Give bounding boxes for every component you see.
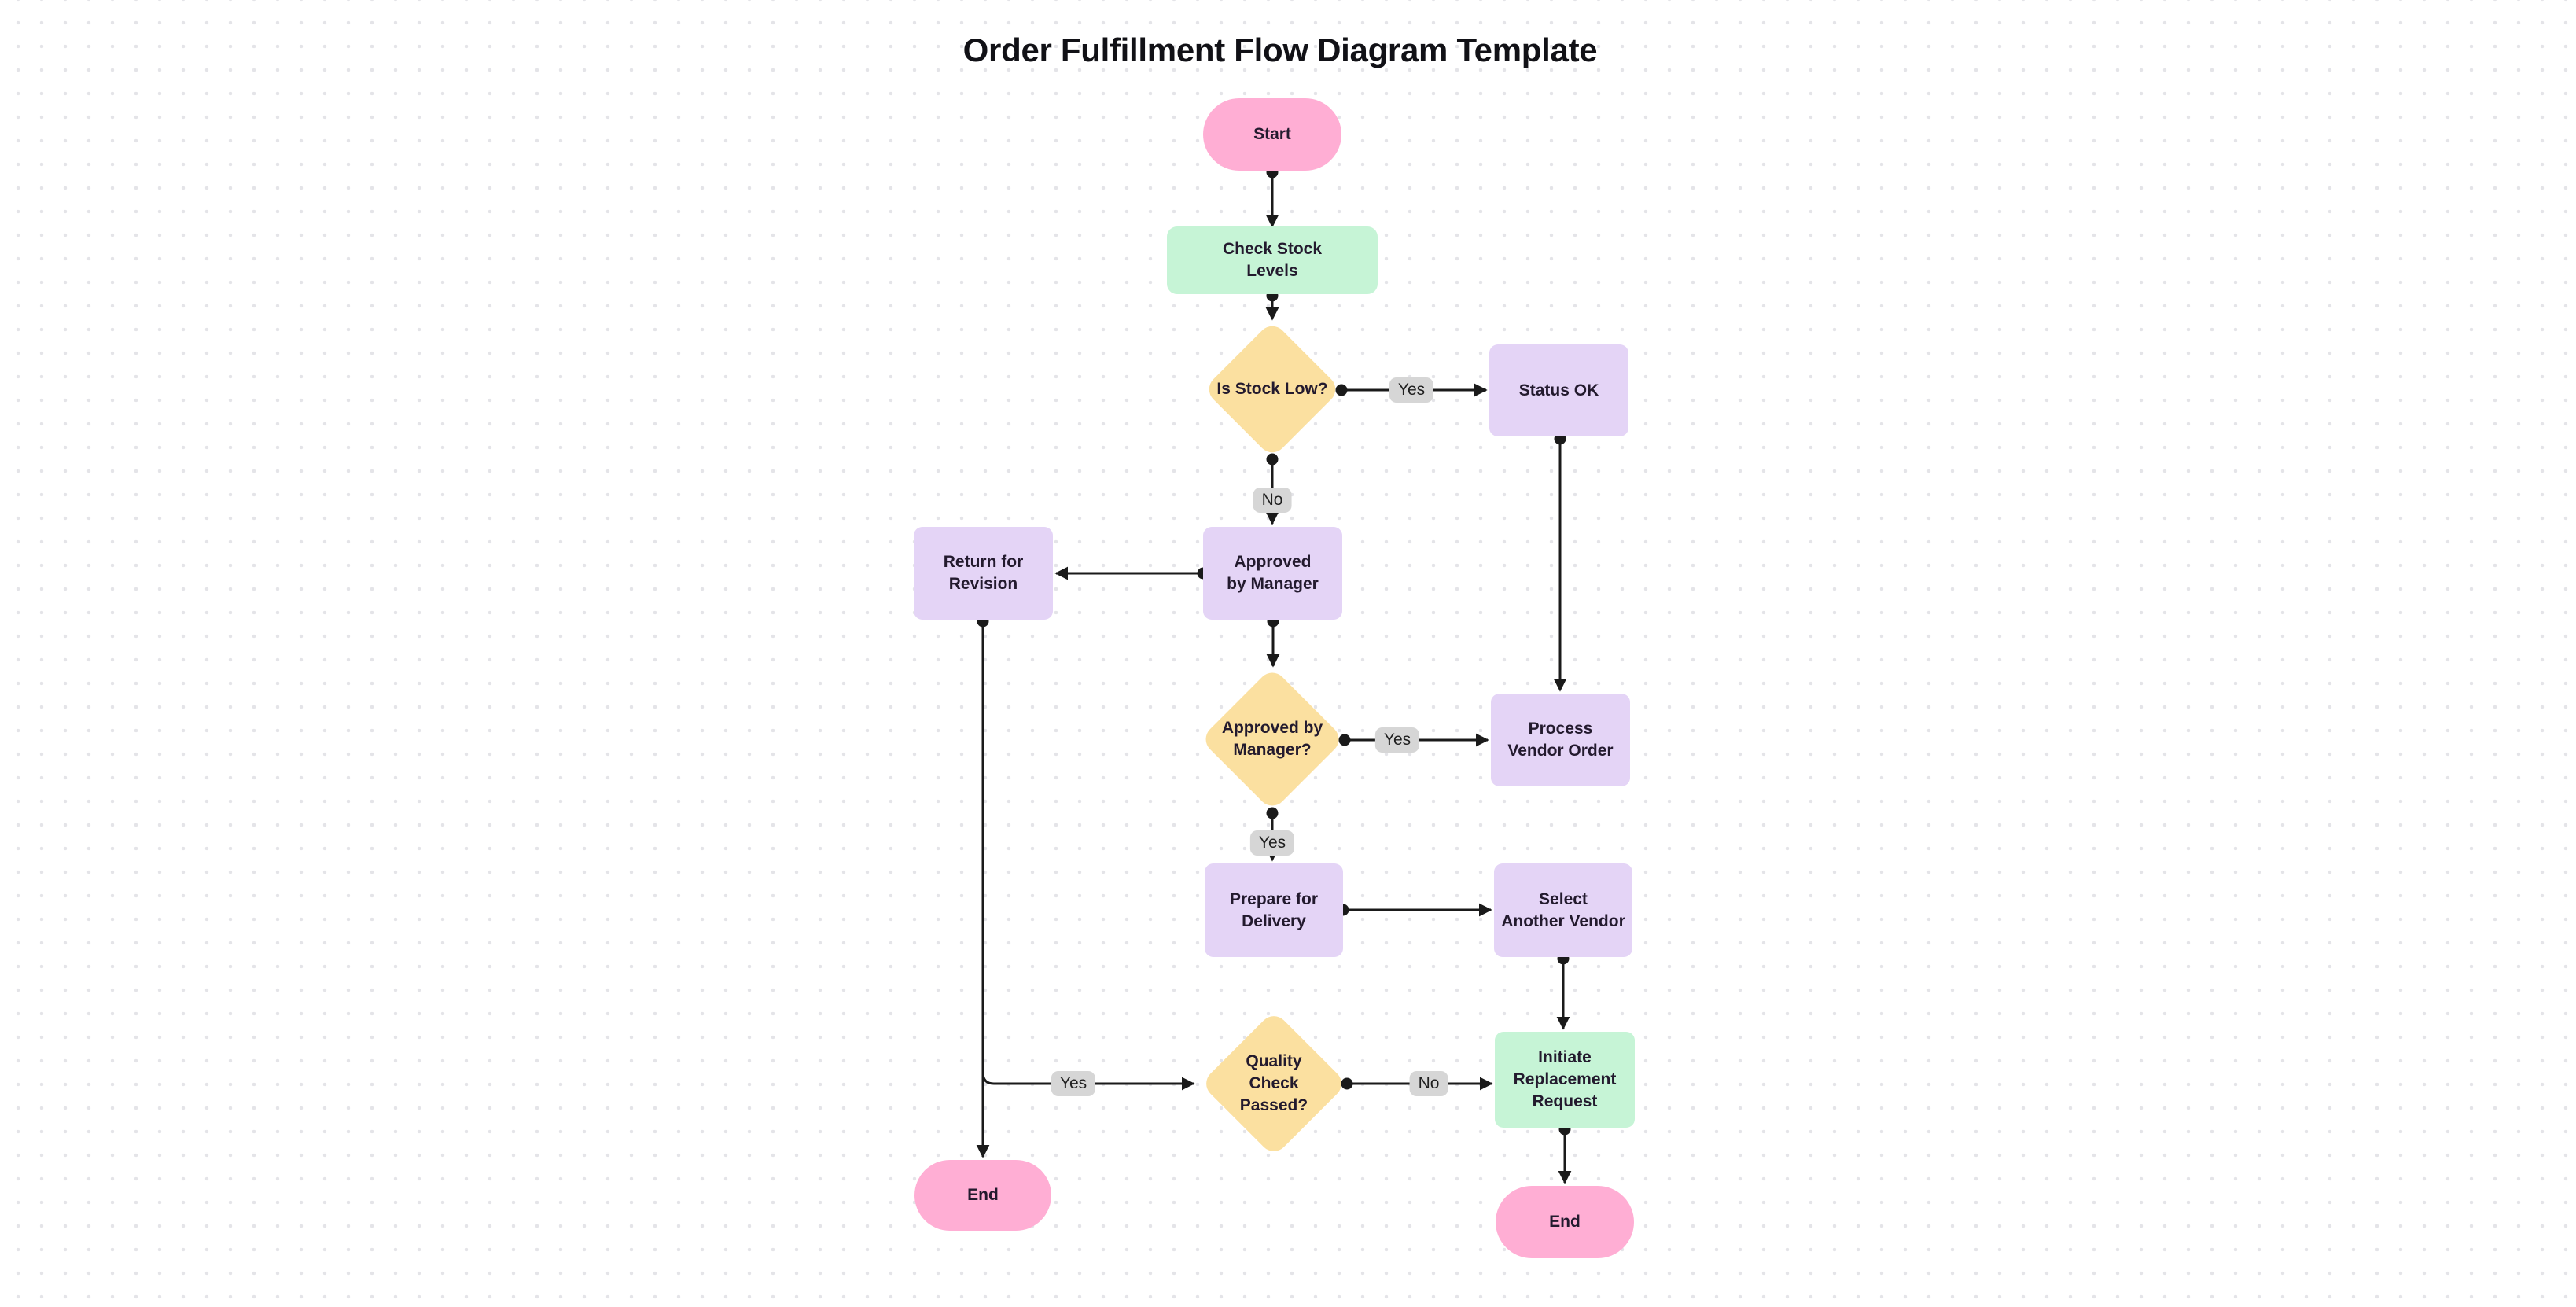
node-end-left-label: End (967, 1186, 999, 1205)
node-return-for-revision-label: Return for Revision (943, 553, 1024, 593)
node-quality-check-passed[interactable]: Quality Check Passed? (1199, 1010, 1349, 1158)
edge-label-quality-no: No (1409, 1071, 1448, 1096)
node-check-stock-levels-label: Check Stock Levels (1222, 240, 1323, 280)
node-is-stock-low-label: Is Stock Low? (1216, 380, 1328, 399)
node-check-stock-levels[interactable]: Check Stock Levels (1167, 226, 1378, 294)
node-status-ok-label: Status OK (1518, 381, 1599, 399)
node-approved-by-manager-question[interactable]: Approved by Manager? (1199, 667, 1345, 812)
edge-initiate-to-end[interactable] (1558, 1123, 1572, 1184)
node-return-for-revision[interactable]: Return for Revision (914, 527, 1053, 620)
edge-prepare-to-select[interactable] (1337, 903, 1492, 917)
edge-approved-to-return[interactable] (1054, 566, 1209, 580)
edge-status-to-process[interactable] (1553, 433, 1567, 692)
node-end-right-label: End (1549, 1213, 1581, 1232)
diagram-title: Order Fulfillment Flow Diagram Template (962, 31, 1598, 68)
node-end-left[interactable]: End (914, 1160, 1051, 1231)
node-select-another-vendor[interactable]: Select Another Vendor (1494, 863, 1632, 957)
node-start[interactable]: Start (1203, 98, 1341, 171)
edge-label-approved-q-yes-right: Yes (1374, 727, 1420, 753)
node-approved-by-manager-label: Approved by Manager (1227, 553, 1319, 593)
node-approved-by-manager[interactable]: Approved by Manager (1203, 527, 1342, 620)
node-initiate-replacement-request-label: Initiate Replacement Request (1513, 1048, 1617, 1110)
node-prepare-for-delivery-label: Prepare for Delivery (1229, 889, 1319, 930)
edge-select-to-initiate[interactable] (1556, 952, 1570, 1030)
node-prepare-for-delivery[interactable]: Prepare for Delivery (1205, 863, 1343, 957)
node-status-ok[interactable]: Status OK (1489, 344, 1628, 436)
node-select-another-vendor-label: Select Another Vendor (1501, 889, 1625, 930)
edge-label-approved-q-yes-down: Yes (1249, 830, 1295, 856)
node-is-stock-low[interactable]: Is Stock Low? (1202, 320, 1343, 458)
edge-label-stock-low-yes: Yes (1389, 377, 1434, 403)
node-approved-by-manager-question-label: Approved by Manager? (1221, 719, 1323, 759)
edge-label-stock-low-no: No (1253, 488, 1292, 513)
node-start-label: Start (1253, 125, 1291, 144)
node-process-vendor-order[interactable]: Process Vendor Order (1491, 694, 1630, 786)
node-end-right[interactable]: End (1496, 1186, 1634, 1258)
edge-return-branch-yes[interactable] (981, 1054, 1195, 1091)
edge-check-to-stock-low[interactable] (1265, 289, 1279, 321)
edge-approved-to-question[interactable] (1266, 615, 1280, 668)
edge-label-return-branch-yes: Yes (1051, 1071, 1096, 1096)
node-process-vendor-order-label: Process Vendor Order (1507, 720, 1614, 760)
node-initiate-replacement-request[interactable]: Initiate Replacement Request (1495, 1032, 1635, 1128)
edge-start-to-check[interactable] (1265, 166, 1279, 228)
node-quality-check-passed-label: Quality Check Passed? (1239, 1052, 1308, 1114)
